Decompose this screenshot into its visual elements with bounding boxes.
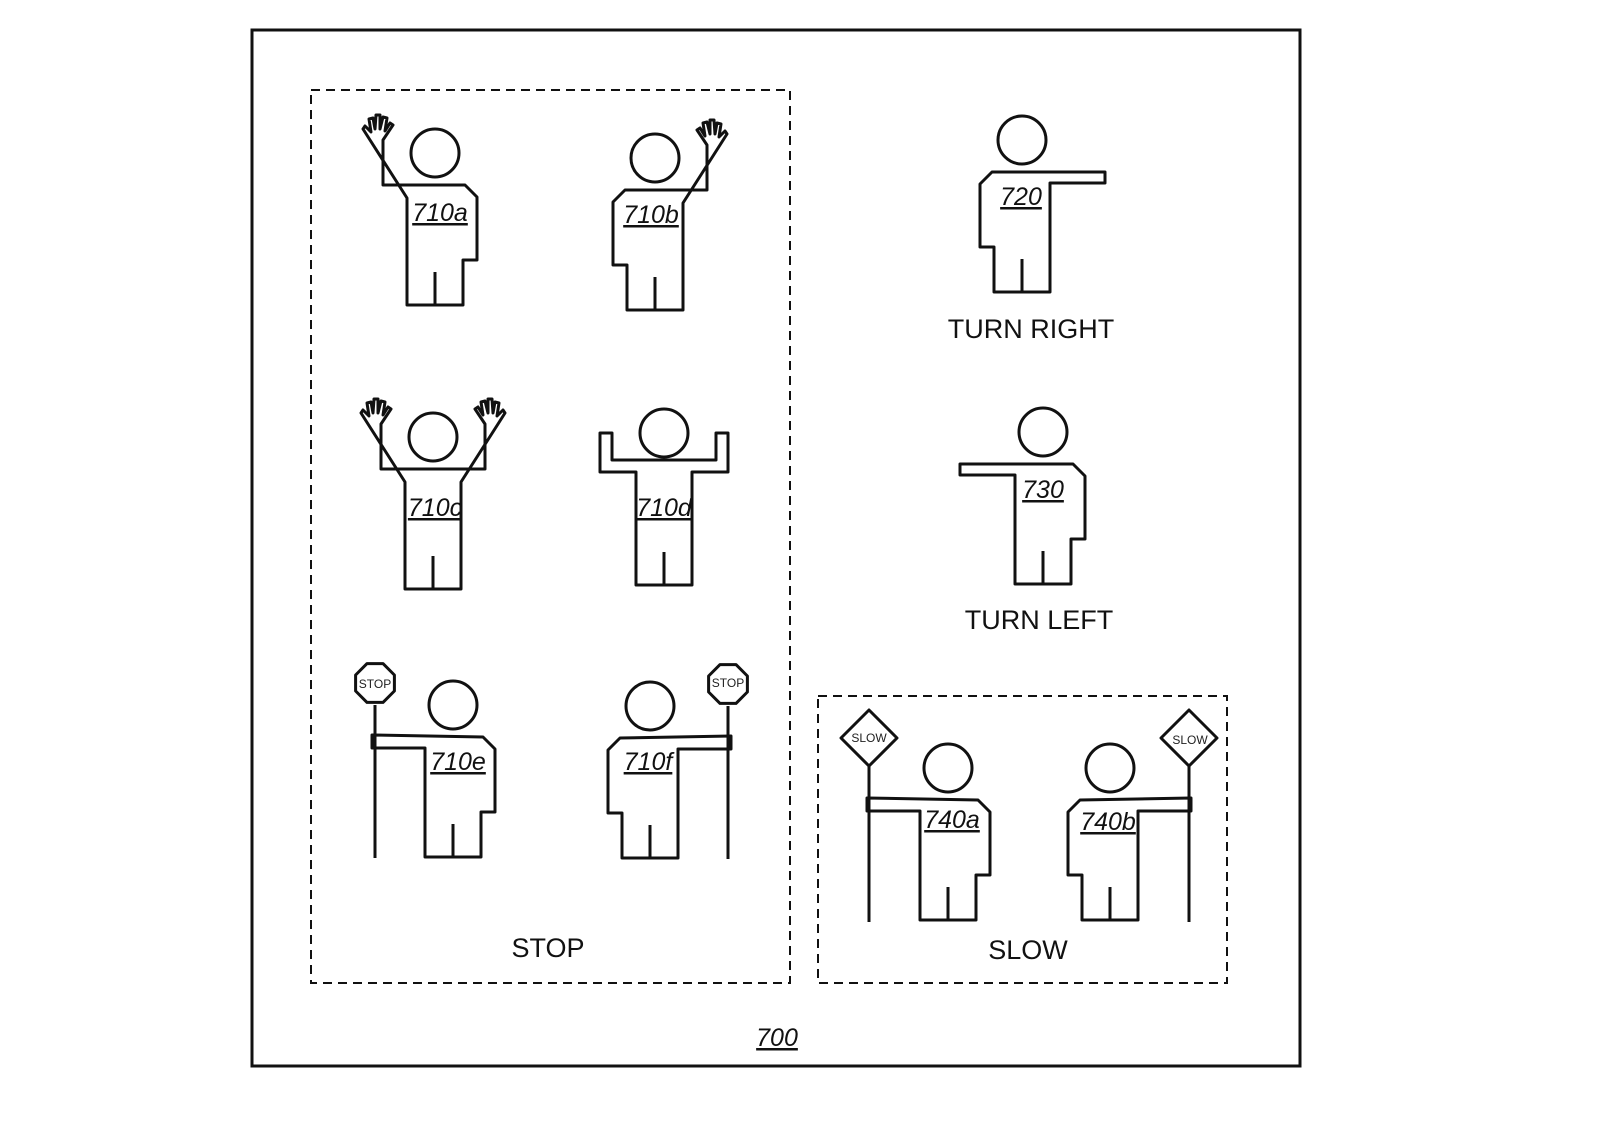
caption-stop: STOP	[511, 933, 584, 963]
figure-number: 700	[756, 1024, 798, 1052]
sign-text-740b: SLOW	[1172, 733, 1208, 747]
head	[624, 680, 676, 732]
label-730: 730	[1022, 476, 1064, 504]
slow-sign-icon	[839, 708, 899, 768]
sign-text-710e: STOP	[359, 677, 391, 691]
figure-710c	[359, 397, 507, 591]
body-outline	[606, 734, 733, 860]
caption-turn-right: TURN RIGHT	[948, 314, 1114, 344]
slow-group-box	[817, 695, 1228, 984]
head	[629, 132, 681, 184]
label-710b: 710b	[623, 201, 679, 229]
figure-730	[958, 406, 1087, 586]
head	[1017, 406, 1069, 458]
body-outline	[361, 113, 479, 307]
slow-sign-icon	[1159, 708, 1219, 768]
caption-turn-left: TURN LEFT	[965, 605, 1114, 635]
label-710f: 710f	[624, 748, 676, 776]
figure-710f	[606, 663, 749, 860]
figure-740a	[839, 708, 992, 922]
stop-sign-icon	[707, 663, 749, 705]
head	[409, 127, 461, 179]
label-710a: 710a	[412, 199, 468, 227]
label-740a: 740a	[924, 806, 980, 834]
label-720: 720	[1000, 183, 1042, 211]
label-710d: 710d	[636, 494, 693, 522]
head	[638, 407, 690, 459]
body-outline	[1066, 796, 1193, 922]
label-710c: 710c	[408, 494, 463, 522]
label-710e: 710e	[430, 748, 486, 776]
head	[1084, 742, 1136, 794]
body-outline	[611, 118, 729, 312]
head	[996, 114, 1048, 166]
head	[427, 679, 479, 731]
figure-710e	[354, 662, 497, 859]
label-740b: 740b	[1080, 808, 1136, 836]
figures-layer	[354, 113, 1219, 922]
body-outline	[359, 397, 507, 591]
body-outline	[865, 796, 992, 922]
sign-text-710f: STOP	[712, 676, 744, 690]
stop-sign-icon	[354, 662, 396, 704]
body-outline	[370, 733, 497, 859]
body-outline	[598, 431, 730, 587]
body-outline	[978, 170, 1107, 294]
figure-720	[978, 114, 1107, 294]
head	[922, 742, 974, 794]
caption-slow: SLOW	[988, 935, 1068, 965]
outer-frame	[250, 28, 1302, 1068]
sign-text-740a: SLOW	[851, 731, 887, 745]
figure-710a	[361, 113, 479, 307]
body-outline	[958, 462, 1087, 586]
figure-710d	[598, 407, 730, 587]
stop-group-box	[310, 89, 791, 984]
figure-710b	[611, 118, 729, 312]
head	[407, 411, 459, 463]
figure-740b	[1066, 708, 1219, 922]
